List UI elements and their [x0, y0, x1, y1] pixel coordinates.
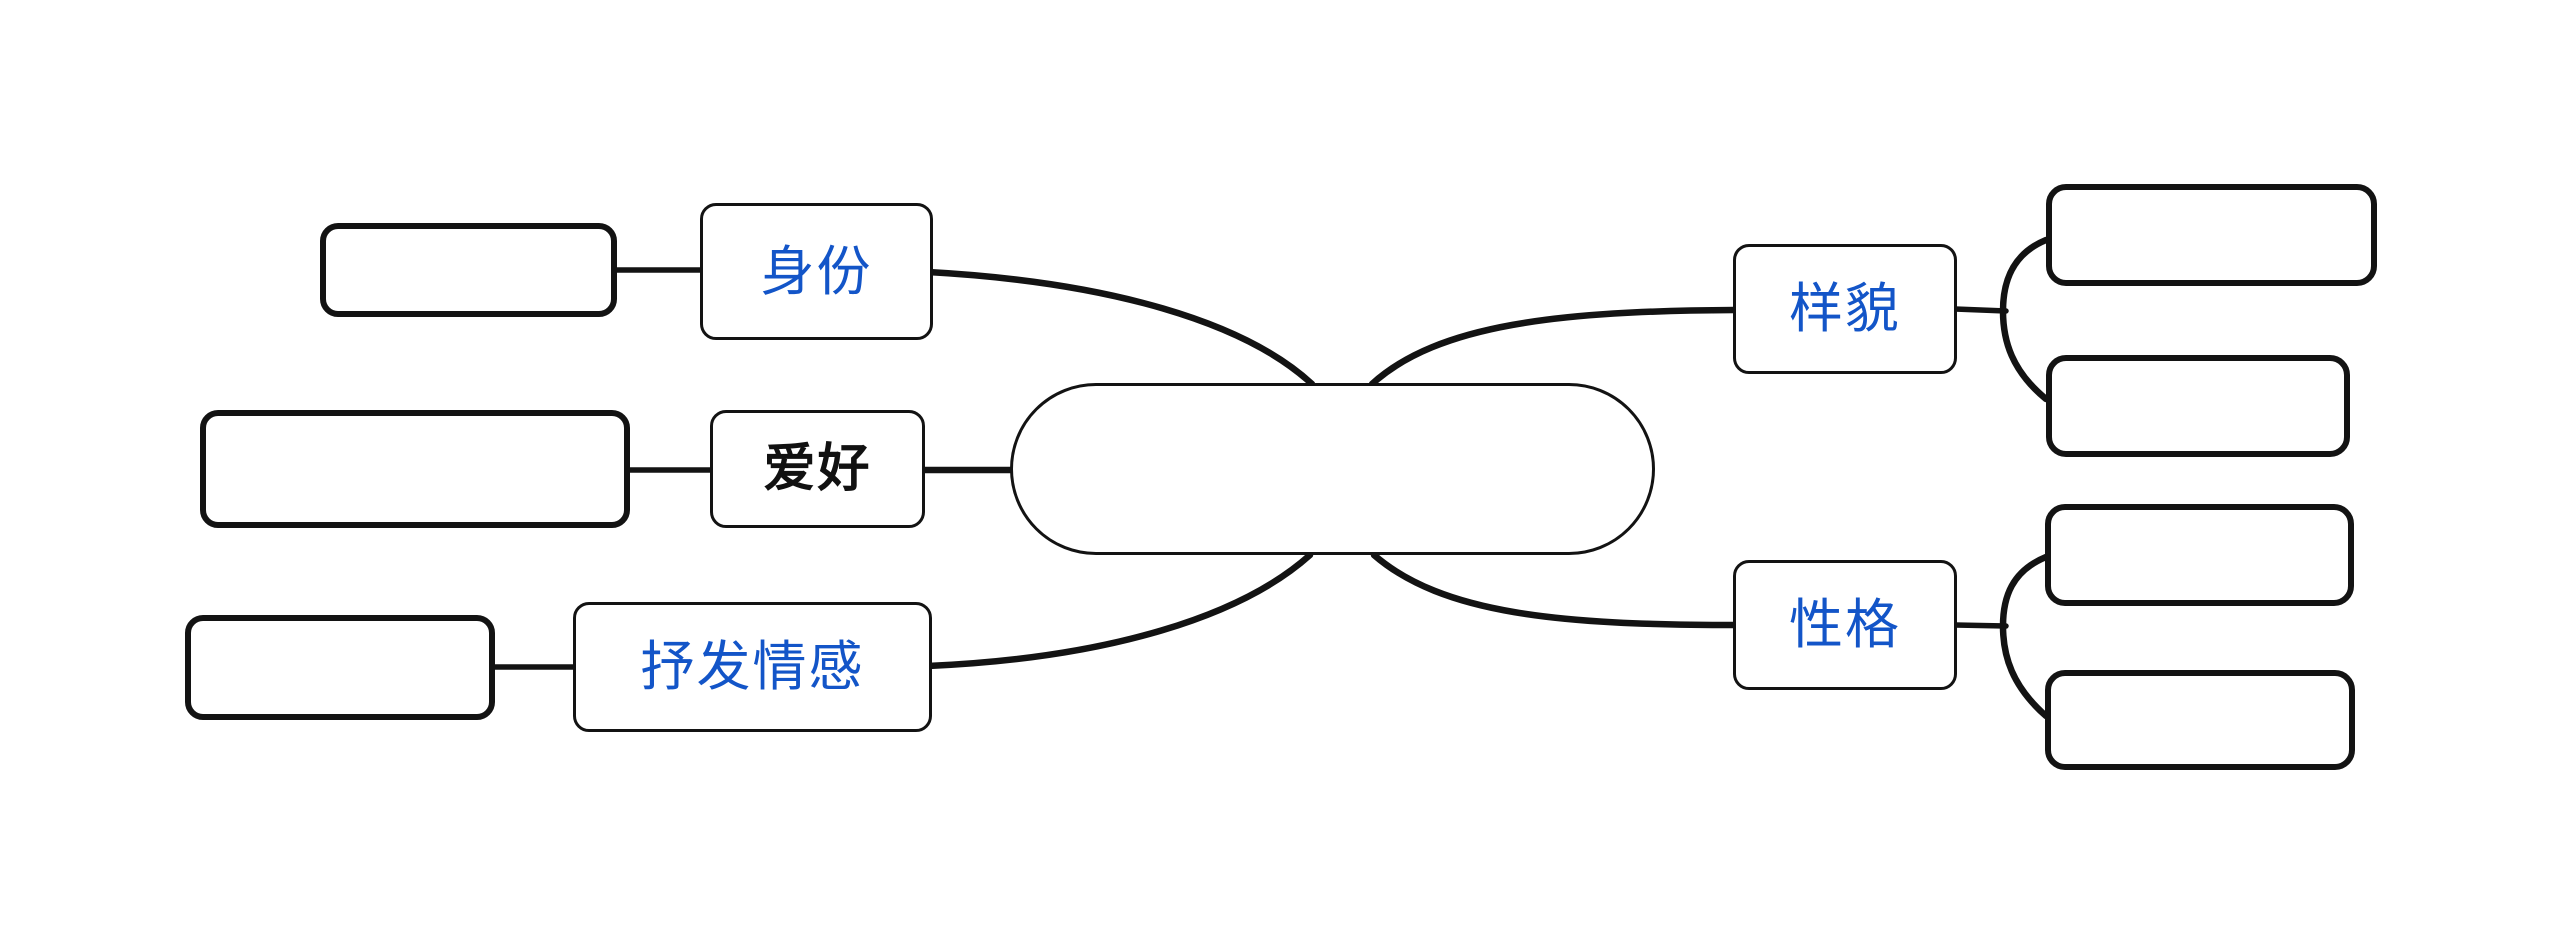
branch-identity-node[interactable]: 身份	[700, 203, 933, 340]
appearance-child-box-2[interactable]	[2046, 355, 2350, 457]
edge-appearance-stub	[1952, 306, 2009, 314]
appearance-child-box-1[interactable]	[2046, 184, 2377, 286]
branch-appearance-node[interactable]: 样貌	[1733, 244, 1957, 374]
branch-appearance-label: 样貌	[1789, 279, 1901, 339]
edge-appearance-fork	[1999, 236, 2050, 403]
branch-hobby-label: 爱好	[763, 440, 872, 498]
branch-personality-label: 性格	[1789, 595, 1901, 655]
branch-personality-node[interactable]: 性格	[1733, 560, 1957, 690]
personality-child-box-1[interactable]	[2045, 504, 2354, 606]
identity-child-box[interactable]	[320, 223, 617, 317]
branch-identity-label: 身份	[760, 241, 873, 302]
edge-express-central	[924, 551, 1314, 670]
edge-central-personality	[1370, 551, 1739, 629]
express-emotion-child-box[interactable]	[185, 615, 495, 720]
edge-central-appearance	[1368, 306, 1739, 388]
hobby-child-box[interactable]	[200, 410, 630, 528]
personality-child-box-2[interactable]	[2045, 670, 2355, 770]
edge-identity-central	[924, 268, 1316, 388]
edge-personality-fork	[1999, 553, 2050, 720]
branch-express-emotion-node[interactable]: 抒发情感	[573, 602, 932, 732]
branch-hobby-node[interactable]: 爱好	[710, 410, 925, 528]
branch-express-emotion-label: 抒发情感	[640, 637, 865, 697]
edge-personality-stub	[1952, 622, 2009, 629]
central-topic-node[interactable]	[1010, 383, 1655, 555]
